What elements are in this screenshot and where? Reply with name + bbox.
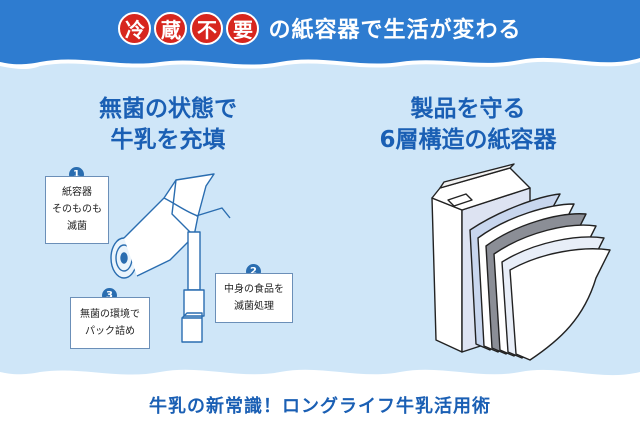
left-heading-line2: 牛乳を充填 [110, 127, 226, 153]
header-badge-2: 蔵 [154, 11, 188, 45]
paper-sheet-edge [171, 179, 195, 237]
carton-forming [183, 289, 205, 317]
carton-6-layer-illustration [431, 163, 611, 361]
header-title: 冷 蔵 不 要 の紙容器で生活が変わる [0, 8, 640, 48]
paper-sheet-fold [163, 197, 199, 217]
callout-step-1-line1: 紙容器 [62, 187, 92, 198]
paper-sheet [123, 173, 215, 277]
left-heading: 無菌の状態で 牛乳を充填 [56, 94, 280, 156]
left-heading-line1: 無菌の状態で [99, 96, 237, 122]
carton-front [431, 197, 463, 353]
carton-top-seal [439, 163, 515, 189]
carton-sealed [181, 317, 203, 343]
header-badge-4: 要 [226, 11, 260, 45]
callout-step-1: 紙容器 そのものも 滅菌 [45, 176, 109, 244]
header-rest-text: の紙容器で生活が変わる [268, 18, 522, 43]
header-badge-1: 冷 [118, 11, 152, 45]
callout-step-2-line1: 中身の食品を [224, 284, 284, 295]
callout-step-2: 中身の食品を 滅菌処理 [215, 273, 293, 323]
callout-step-3-line1: 無菌の環境で [80, 309, 140, 320]
carton-sealed-top [181, 312, 203, 319]
callout-step-1-line2: そのものも [52, 204, 102, 215]
callout-step-2-line2: 滅菌処理 [234, 301, 274, 312]
filling-pipe [195, 207, 231, 219]
right-heading-line1: 製品を守る [410, 96, 526, 122]
callout-step-3: 無菌の環境で パック詰め [70, 297, 150, 349]
footer-title: 牛乳の新常識！ロングライフ牛乳活用術 [149, 396, 491, 417]
filling-machine-illustration [110, 173, 231, 343]
tube-upper [187, 231, 201, 291]
layer-6 [509, 248, 611, 361]
right-heading: 製品を守る 6層構造の紙容器 [354, 94, 582, 156]
right-heading-line2: 6層構造の紙容器 [379, 127, 557, 153]
callout-step-3-line2: パック詰め [85, 326, 135, 337]
header-badge-3: 不 [190, 11, 224, 45]
carton-spout [447, 193, 473, 207]
callout-step-1-line3: 滅菌 [67, 221, 87, 232]
